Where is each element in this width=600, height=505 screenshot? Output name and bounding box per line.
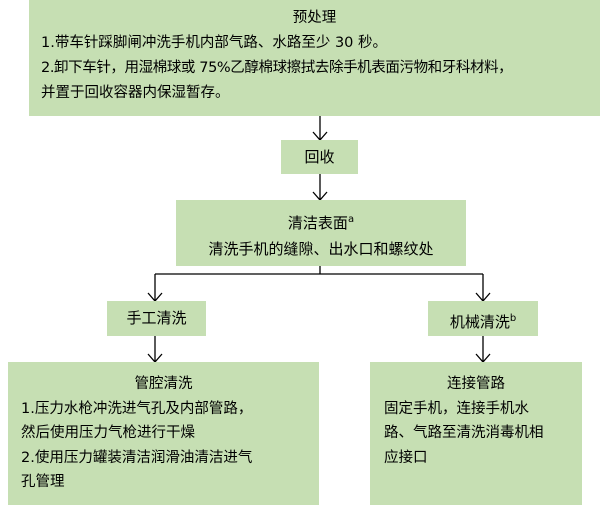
lumen-clean-title: 管腔清洗 [134,376,193,392]
machine-clean-footnote-b: b [509,313,517,324]
surface-clean-title: 清洁表面 [287,214,348,232]
surface-clean-box: 清洁表面a 清洗手机的缝隙、出水口和螺纹处 [176,200,466,266]
lumen-clean-step1-line2: 然后使用压力气枪进行干燥 [21,425,195,441]
surface-clean-title-line: 清洁表面a [176,207,466,236]
connect-pipeline-title: 连接管路 [447,376,505,392]
connect-pipeline-box: 连接管路 固定手机，连接手机水 路、气路至清洗消毒机相 应接口 [370,362,582,505]
lumen-clean-step1-line1: 1.压力水枪冲洗进气孔及内部管路， [21,400,253,417]
lumen-clean-step2-line1: 2.使用压力罐装清洁润滑油清洁进气 [21,449,253,466]
lumen-clean-step2-line2: 孔管理 [21,474,65,490]
recycle-label: 回收 [304,148,335,166]
surface-clean-footnote-a: a [347,214,355,225]
pretreatment-step1: 1.带车针踩脚闸冲洗手机内部气路、水路至少 30 秒。 [41,35,388,51]
pretreatment-box: 预处理 1.带车针踩脚闸冲洗手机内部气路、水路至少 30 秒。 2.卸下车针，用… [29,0,600,116]
connect-pipeline-line1: 固定手机，连接手机水 [384,400,529,417]
pretreatment-step2-line1: 2.卸下车针，用湿棉球或 75%乙醇棉球擦拭去除手机表面污物和牙科材料， [41,60,513,76]
recycle-box: 回收 [281,140,358,174]
manual-clean-label: 手工清洗 [126,309,187,327]
connect-pipeline-line2: 路、气路至清洗消毒机相 [384,425,544,441]
machine-clean-label: 机械清洗 [449,313,510,331]
machine-clean-box: 机械清洗b [428,301,538,336]
pretreatment-title: 预处理 [292,10,337,26]
manual-clean-box: 手工清洗 [107,301,206,336]
surface-clean-description: 清洗手机的缝隙、出水口和螺纹处 [208,240,434,258]
pretreatment-step2-line2: 并置于回收容器内保湿暂存。 [41,85,230,101]
connect-pipeline-line3: 应接口 [384,449,428,466]
lumen-clean-box: 管腔清洗 1.压力水枪冲洗进气孔及内部管路， 然后使用压力气枪进行干燥 2.使用… [8,362,319,505]
